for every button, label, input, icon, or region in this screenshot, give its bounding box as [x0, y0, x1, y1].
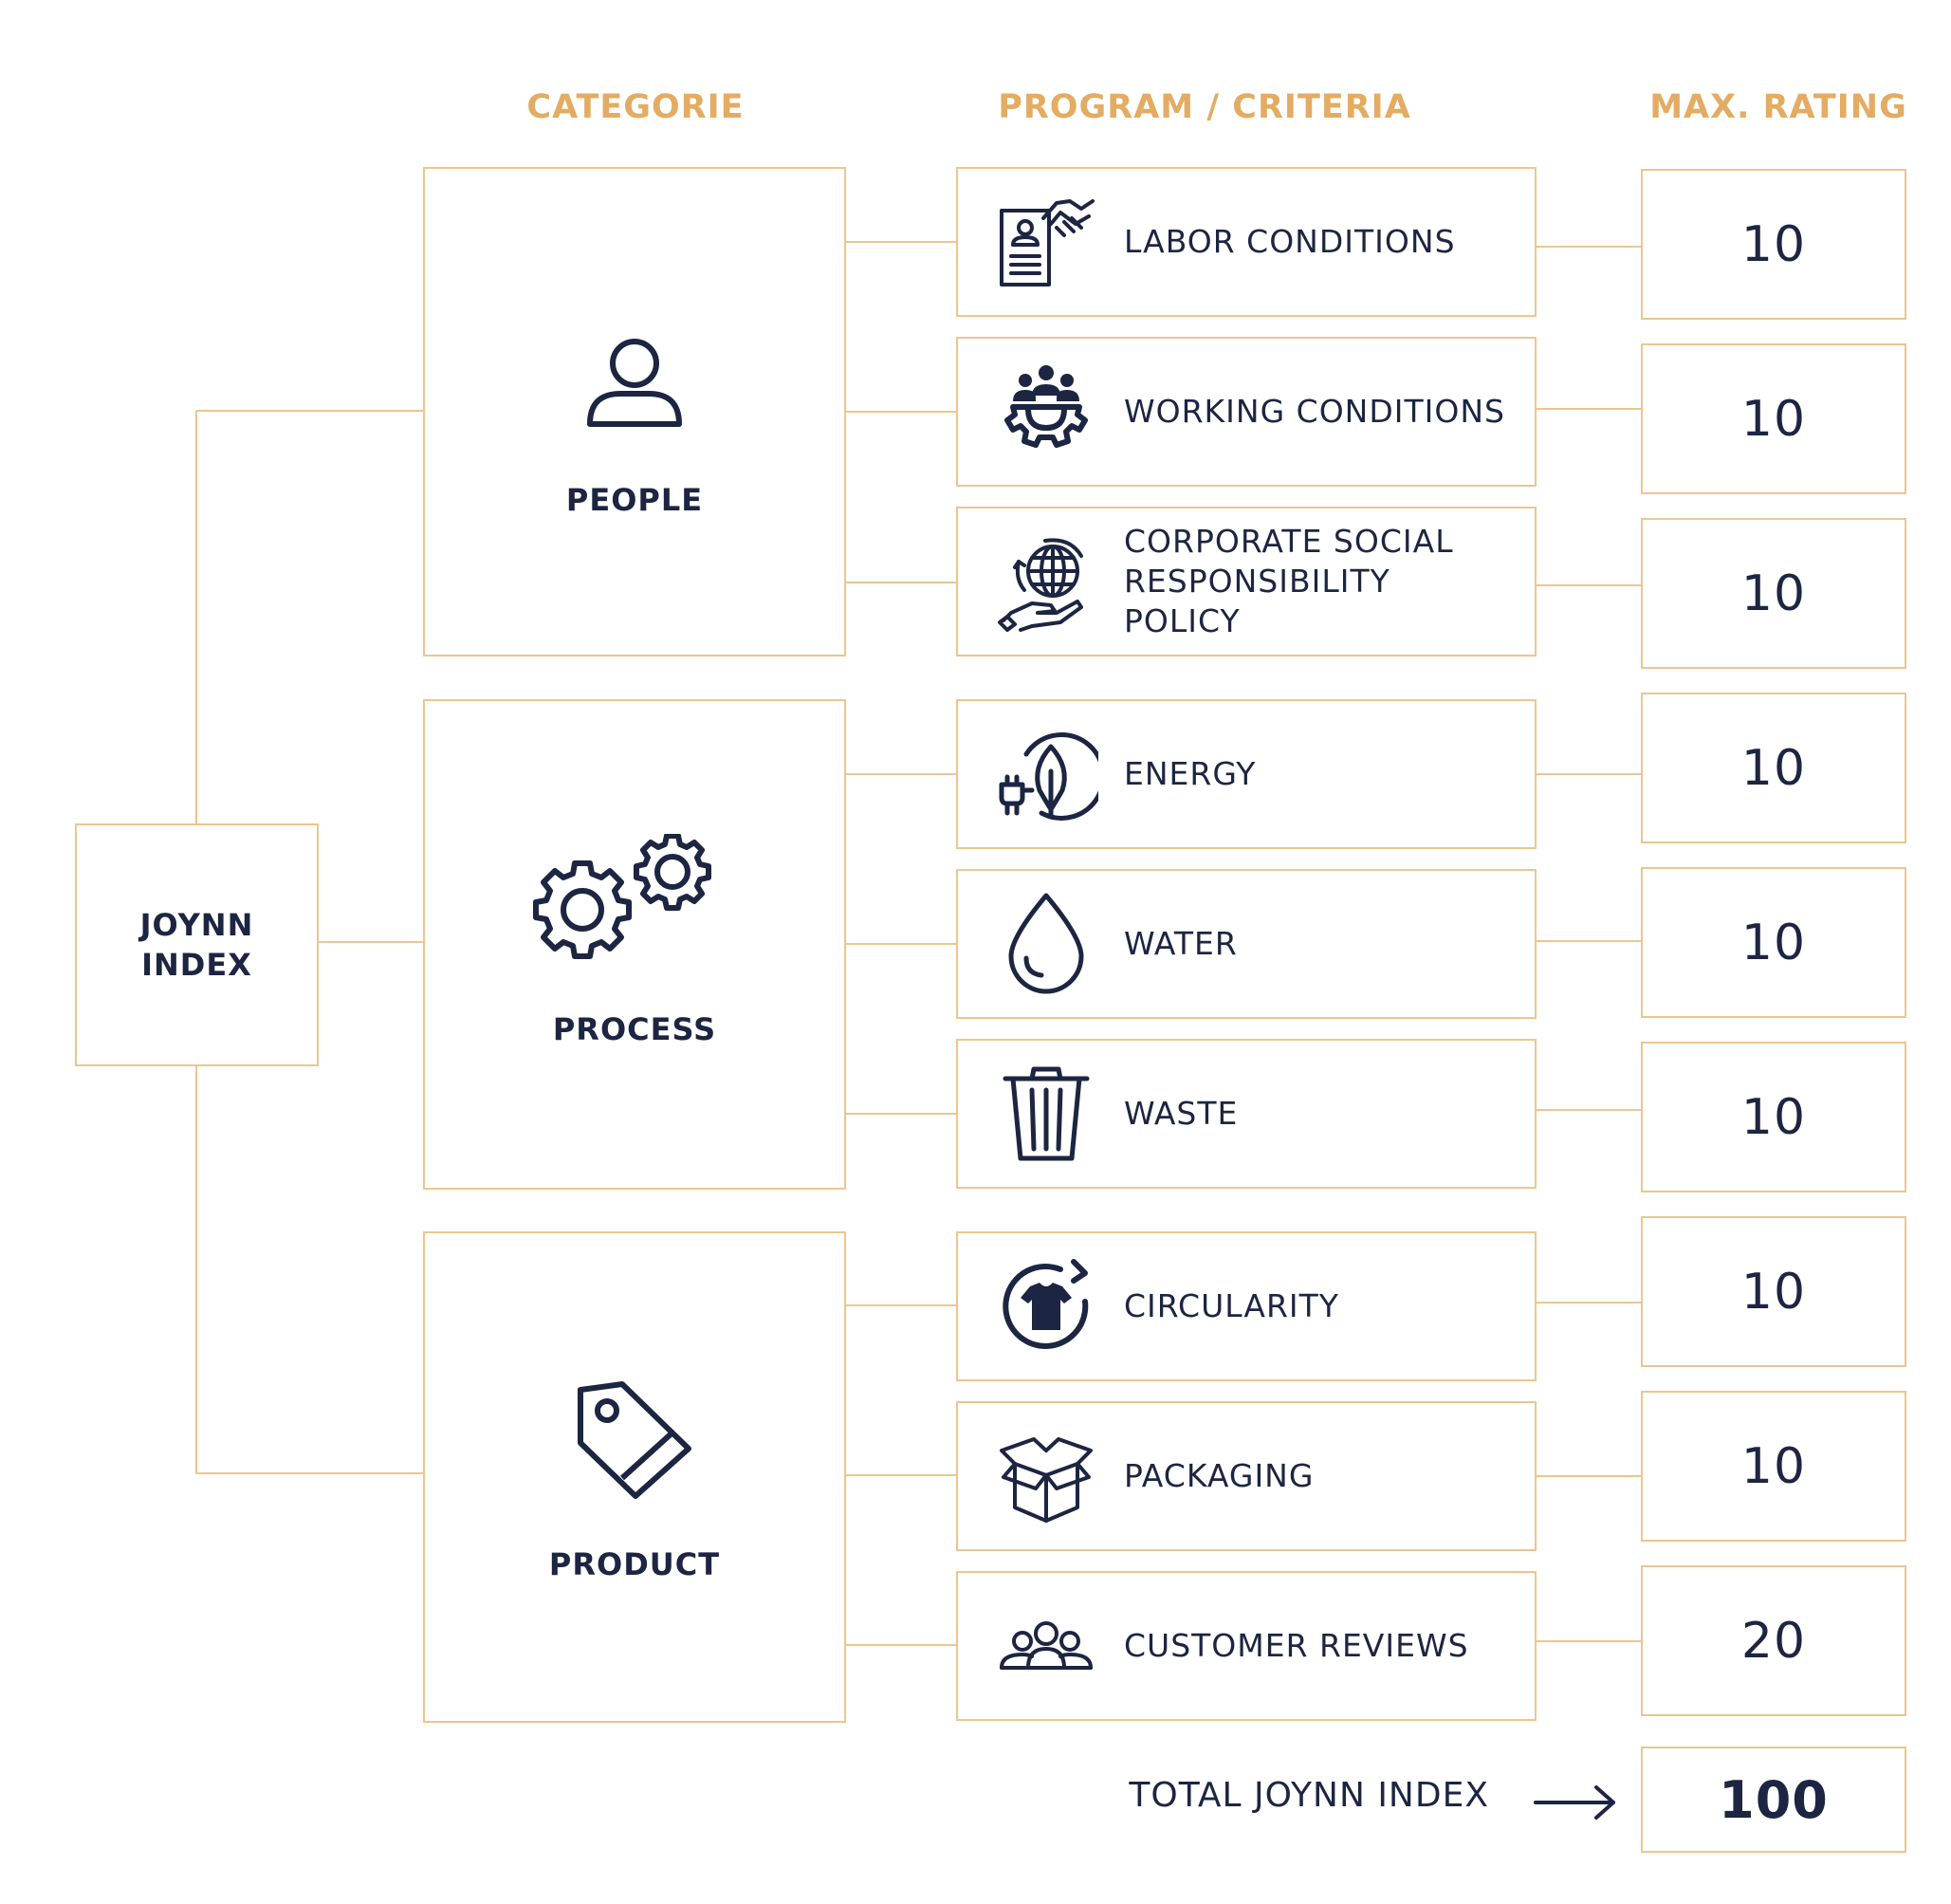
- globe-hand-icon: [998, 538, 1083, 632]
- rating-value: 20: [1740, 1612, 1807, 1670]
- criteria-csr-policy: CORPORATE SOCIAL RESPONSIBILITY POLICY: [956, 507, 1537, 656]
- trash-bin-icon: [1003, 1066, 1090, 1161]
- leaf-plug-icon: [999, 731, 1098, 821]
- rating-value: 10: [1740, 215, 1807, 273]
- category-process: PROCESS: [423, 699, 846, 1190]
- root-node: JOYNN INDEX: [75, 823, 319, 1066]
- water-drop-icon: [1008, 893, 1084, 994]
- criteria-label: WORKING CONDITIONS: [1124, 393, 1505, 430]
- open-box-icon: [1000, 1437, 1093, 1523]
- header-criteria: PROGRAM / CRITERIA: [998, 88, 1411, 126]
- person-icon: [587, 339, 682, 427]
- criteria-label: PACKAGING: [1124, 1457, 1315, 1494]
- category-product: PRODUCT: [423, 1231, 846, 1723]
- category-label: PEOPLE: [565, 482, 704, 518]
- rating-value: 10: [1740, 1437, 1807, 1495]
- rating-value: 10: [1740, 1263, 1807, 1321]
- rating-energy: 10: [1641, 693, 1906, 843]
- root-label: JOYNN INDEX: [139, 907, 254, 983]
- contract-handshake-icon: [1000, 199, 1095, 287]
- rating-value: 10: [1740, 739, 1807, 797]
- category-people: PEOPLE: [423, 167, 846, 656]
- criteria-label: ENERGY: [1124, 755, 1257, 792]
- rating-value: 10: [1740, 1088, 1807, 1146]
- rating-working-conditions: 10: [1641, 343, 1906, 494]
- criteria-labor-conditions: LABOR CONDITIONS: [956, 167, 1537, 317]
- price-tag-icon: [578, 1381, 691, 1499]
- total-label: TOTAL JOYNN INDEX: [1129, 1776, 1489, 1815]
- criteria-label: LABOR CONDITIONS: [1124, 223, 1456, 260]
- criteria-water: WATER: [956, 869, 1537, 1019]
- header-category: CATEGORIE: [526, 88, 745, 126]
- rating-customer-reviews: 20: [1641, 1565, 1906, 1716]
- criteria-waste: WASTE: [956, 1039, 1537, 1189]
- connector-root-product: [195, 1066, 423, 1474]
- category-label: PRODUCT: [548, 1546, 721, 1582]
- total-value: 100: [1719, 1769, 1829, 1830]
- gears-icon: [533, 834, 711, 959]
- criteria-customer-reviews: CUSTOMER REVIEWS: [956, 1571, 1537, 1721]
- category-label: PROCESS: [552, 1011, 717, 1047]
- rating-water: 10: [1641, 867, 1906, 1018]
- team-gear-icon: [1004, 365, 1088, 448]
- rating-waste: 10: [1641, 1042, 1906, 1192]
- rating-csr-policy: 10: [1641, 518, 1906, 669]
- rating-value: 10: [1740, 564, 1807, 622]
- criteria-circularity: CIRCULARITY: [956, 1231, 1537, 1381]
- rating-circularity: 10: [1641, 1216, 1906, 1367]
- rating-value: 10: [1740, 914, 1807, 971]
- rating-packaging: 10: [1641, 1391, 1906, 1542]
- criteria-label: CIRCULARITY: [1124, 1287, 1339, 1324]
- criteria-packaging: PACKAGING: [956, 1401, 1537, 1551]
- rating-labor-conditions: 10: [1641, 169, 1906, 320]
- header-rating: MAX. RATING: [1649, 88, 1907, 126]
- arrow-right-icon: [1534, 1785, 1615, 1820]
- criteria-label: CUSTOMER REVIEWS: [1124, 1627, 1469, 1664]
- criteria-working-conditions: WORKING CONDITIONS: [956, 337, 1537, 487]
- criteria-energy: ENERGY: [956, 699, 1537, 849]
- criteria-label: CORPORATE SOCIAL RESPONSIBILITY POLICY: [1124, 523, 1454, 639]
- total-box: 100: [1641, 1747, 1906, 1853]
- criteria-label: WATER: [1124, 925, 1238, 962]
- shirt-cycle-icon: [1003, 1259, 1089, 1349]
- rating-value: 10: [1740, 390, 1807, 448]
- customers-icon: [1000, 1621, 1093, 1670]
- criteria-label: WASTE: [1124, 1095, 1239, 1132]
